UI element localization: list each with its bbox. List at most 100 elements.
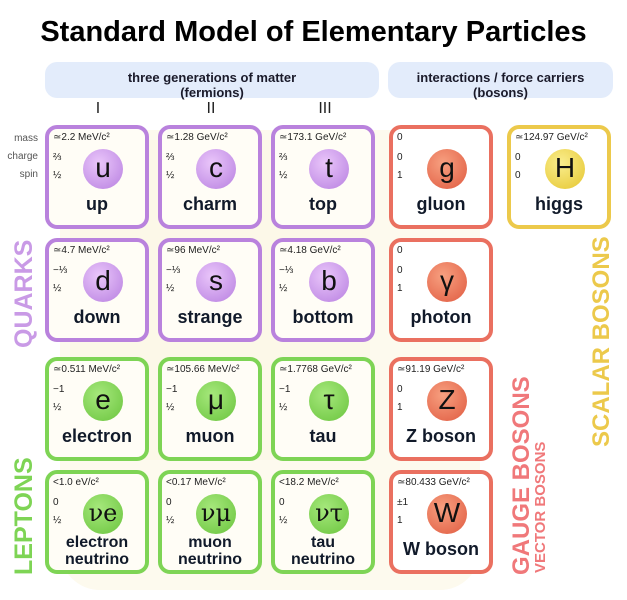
- generation-3-label: III: [318, 100, 332, 117]
- particle-name: charm: [182, 194, 238, 214]
- mass-value: ≃173.1 GeV/c²: [279, 132, 347, 143]
- particle-symbol: b: [309, 262, 349, 302]
- charge-value: 0: [279, 497, 285, 508]
- mass-value: <0.17 MeV/c²: [166, 477, 226, 488]
- mass-value: ≃96 MeV/c²: [166, 245, 220, 256]
- particle-name: electron: [61, 426, 133, 446]
- mass-value: ≃80.433 GeV/c²: [397, 477, 470, 488]
- generation-2-label: II: [206, 100, 216, 117]
- charge-value: 0: [397, 384, 403, 395]
- mass-value: ≃91.19 GeV/c²: [397, 364, 465, 375]
- particle-name-line1: tau: [311, 534, 335, 551]
- particle-card-strange[interactable]: ≃96 MeV/c² −⅓ ½ s strange: [158, 238, 262, 342]
- charge-value: 0: [397, 265, 403, 276]
- particle-name: top: [309, 194, 337, 214]
- particle-name: muon: [185, 426, 235, 446]
- spin-value: ½: [279, 170, 288, 181]
- particle-name: strange: [177, 307, 243, 327]
- particle-symbol: g: [427, 149, 467, 189]
- particle-symbol: Z: [427, 381, 467, 421]
- particle-name: gluon: [416, 194, 466, 214]
- particle-name-line2: neutrino: [65, 551, 129, 568]
- charge-value: −⅓: [166, 265, 181, 276]
- scalar-bosons-label: SCALAR BOSONS: [588, 236, 615, 447]
- particle-card-gluon[interactable]: 0 0 1 g gluon: [389, 125, 493, 229]
- mass-value: 0: [397, 245, 403, 256]
- quarks-label: QUARKS: [10, 239, 38, 348]
- bosons-header: interactions / force carriers (bosons): [388, 62, 613, 100]
- particle-symbol: c: [196, 149, 236, 189]
- charge-value: ⅔: [279, 152, 288, 163]
- particle-card-electron[interactable]: ≃0.511 MeV/c² −1 ½ e electron: [45, 357, 149, 461]
- mass-row-label: mass: [14, 133, 38, 144]
- spin-value: ½: [279, 402, 288, 413]
- particle-symbol: e: [83, 381, 123, 421]
- charge-row-label: charge: [7, 151, 38, 162]
- spin-value: 1: [397, 170, 403, 181]
- charge-value: 0: [166, 497, 172, 508]
- charge-value: 0: [515, 152, 521, 163]
- particle-name: Z boson: [406, 426, 476, 446]
- mass-value: ≃4.18 GeV/c²: [279, 245, 341, 256]
- particle-card-top[interactable]: ≃173.1 GeV/c² ⅔ ½ t top: [271, 125, 375, 229]
- mass-value: <18.2 MeV/c²: [279, 477, 339, 488]
- spin-value: 0: [515, 170, 521, 181]
- particle-symbol: νe: [83, 494, 123, 534]
- spin-value: ½: [53, 170, 62, 181]
- spin-value: ½: [279, 515, 288, 526]
- particle-card-bottom[interactable]: ≃4.18 GeV/c² −⅓ ½ b bottom: [271, 238, 375, 342]
- particle-card-electron-neutrino[interactable]: <1.0 eV/c² 0 ½ νe electron neutrino: [45, 470, 149, 574]
- mass-value: 0: [397, 132, 403, 143]
- particle-name-line1: electron: [65, 534, 129, 551]
- mass-value: <1.0 eV/c²: [53, 477, 99, 488]
- spin-value: ½: [166, 170, 175, 181]
- particle-card-muon[interactable]: ≃105.66 MeV/c² −1 ½ μ muon: [158, 357, 262, 461]
- particle-card-w-boson[interactable]: ≃80.433 GeV/c² ±1 1 W W boson: [389, 470, 493, 574]
- particle-card-down[interactable]: ≃4.7 MeV/c² −⅓ ½ d down: [45, 238, 149, 342]
- generation-1-label: I: [95, 100, 101, 117]
- particle-card-z-boson[interactable]: ≃91.19 GeV/c² 0 1 Z Z boson: [389, 357, 493, 461]
- particle-name: photon: [410, 307, 472, 327]
- spin-value: ½: [166, 515, 175, 526]
- bosons-header-line1: interactions / force carriers: [416, 70, 585, 85]
- charge-value: −⅓: [279, 265, 294, 276]
- particle-symbol: W: [427, 494, 467, 534]
- mass-value: ≃124.97 GeV/c²: [515, 132, 588, 143]
- particle-symbol: H: [545, 149, 585, 189]
- particle-name: tau: [309, 426, 337, 446]
- particle-card-tau[interactable]: ≃1.7768 GeV/c² −1 ½ τ tau: [271, 357, 375, 461]
- particle-name-line1: muon: [188, 534, 232, 551]
- particle-card-higgs[interactable]: ≃124.97 GeV/c² 0 0 H higgs: [507, 125, 611, 229]
- particle-card-tau-neutrino[interactable]: <18.2 MeV/c² 0 ½ ντ tau neutrino: [271, 470, 375, 574]
- spin-value: 1: [397, 283, 403, 294]
- leptons-label: LEPTONS: [10, 457, 38, 575]
- spin-value: ½: [53, 402, 62, 413]
- spin-value: ½: [53, 515, 62, 526]
- spin-value: ½: [166, 402, 175, 413]
- particle-card-charm[interactable]: ≃1.28 GeV/c² ⅔ ½ c charm: [158, 125, 262, 229]
- particle-name: bottom: [292, 307, 354, 327]
- particle-name: up: [86, 194, 108, 214]
- particle-card-photon[interactable]: 0 0 1 γ photon: [389, 238, 493, 342]
- particle-name-line2: neutrino: [291, 551, 355, 568]
- particle-card-muon-neutrino[interactable]: <0.17 MeV/c² 0 ½ νμ muon neutrino: [158, 470, 262, 574]
- mass-value: ≃1.7768 GeV/c²: [279, 364, 352, 375]
- mass-value: ≃105.66 MeV/c²: [166, 364, 240, 375]
- charge-value: −1: [279, 384, 291, 395]
- mass-value: ≃0.511 MeV/c²: [53, 364, 121, 375]
- particle-symbol: γ: [427, 262, 467, 302]
- spin-value: 1: [397, 515, 403, 526]
- particle-card-up[interactable]: ≃2.2 MeV/c² ⅔ ½ u up: [45, 125, 149, 229]
- particle-symbol: ντ: [309, 494, 349, 534]
- spin-value: ½: [279, 283, 288, 294]
- particle-name: electron neutrino: [49, 534, 145, 568]
- vector-bosons-label: VECTOR BOSONS: [532, 441, 549, 573]
- particle-name: higgs: [535, 194, 583, 214]
- charge-value: 0: [397, 152, 403, 163]
- fermions-header-line2: (fermions): [180, 85, 244, 100]
- mass-value: ≃2.2 MeV/c²: [53, 132, 110, 143]
- charge-value: ⅔: [166, 152, 175, 163]
- bosons-header-line2: (bosons): [473, 85, 528, 100]
- spin-row-label: spin: [19, 169, 38, 180]
- particle-name: W boson: [403, 539, 479, 559]
